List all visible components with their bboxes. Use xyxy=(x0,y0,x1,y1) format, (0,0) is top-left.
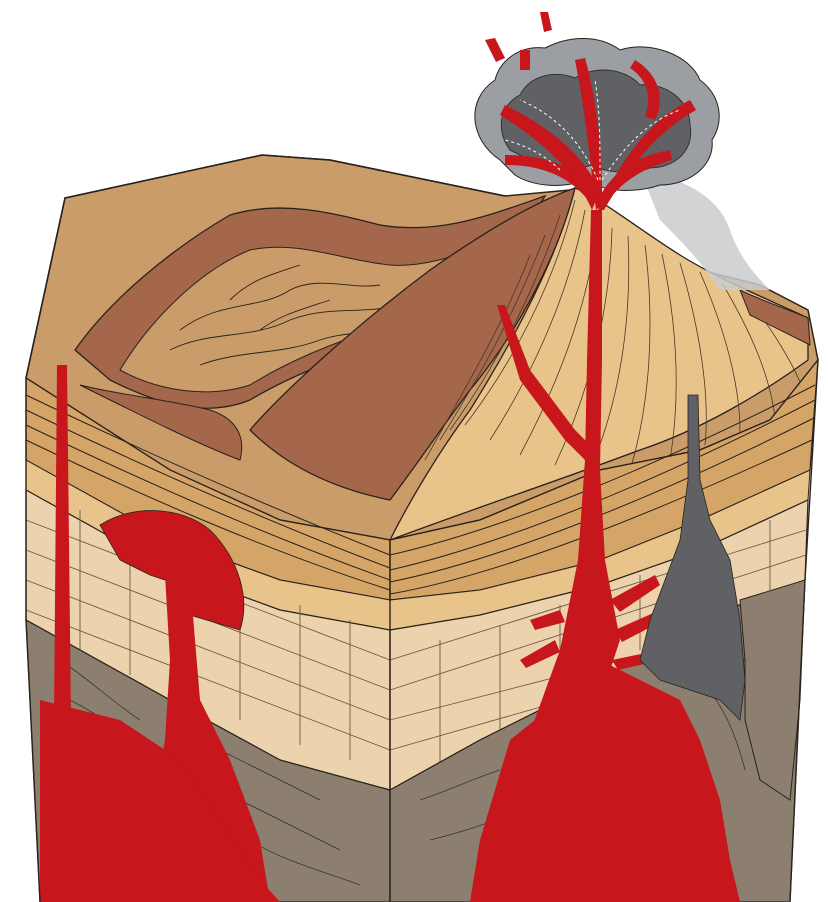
volcano-cross-section xyxy=(0,0,828,902)
diagram-canvas xyxy=(0,0,828,902)
